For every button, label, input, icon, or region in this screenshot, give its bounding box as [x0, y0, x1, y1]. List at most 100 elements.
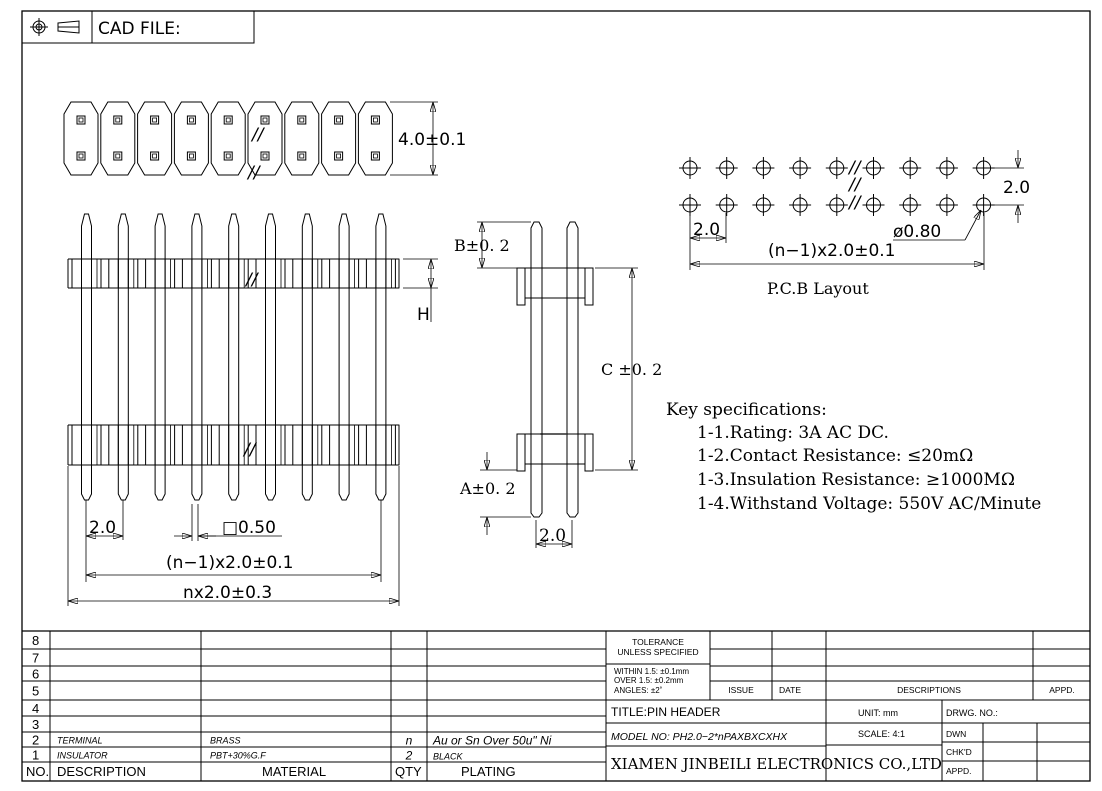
tolerance-line-1: WITHIN 1.5: ±0.1mm	[614, 667, 689, 676]
title-block: TOLERANCE UNLESS SPECIFIED WITHIN 1.5: ±…	[606, 631, 1090, 781]
pitch-dim-label: 2.0	[89, 518, 116, 538]
bom-row-material: PBT+30%G.F	[210, 751, 266, 761]
drawing-number-label: DRWG. NO.:	[946, 708, 998, 718]
sheet-border	[21, 10, 1091, 782]
top-view-width-dim: 4.0±0.1	[390, 101, 466, 176]
bom-row: 1 INSULATOR PBT+30%G.F 2 BLACK	[32, 748, 464, 763]
pcb-hole	[679, 194, 701, 216]
specs-heading: Key specifications:	[666, 400, 827, 420]
pitch-total-dim-label: (n−1)x2.0±0.1	[166, 553, 293, 573]
top-view-pin-cell	[210, 101, 246, 176]
tolerance-line-2: OVER 1.5: ±0.2mm	[614, 676, 684, 685]
pcb-hole	[862, 157, 885, 179]
bom-header-description: DESCRIPTION	[57, 764, 146, 779]
bom-row-no: 2	[32, 733, 39, 748]
bom-row-plating: BLACK	[433, 752, 464, 762]
front-view-pin	[215, 213, 253, 501]
bom-row-no: 3	[32, 717, 39, 732]
front-view-pin	[178, 213, 216, 501]
appd-label: APPD.	[946, 766, 972, 776]
pcb-hole	[715, 194, 738, 216]
spec-item: 1-1.Rating: 3A AC DC.	[697, 423, 889, 443]
bom-header-material: MATERIAL	[262, 764, 326, 779]
bom-row: 6	[32, 667, 39, 682]
spec-item: 1-3.Insulation Resistance: ≥1000MΩ	[697, 470, 1015, 490]
top-view-width-label: 4.0±0.1	[398, 130, 466, 150]
front-view-pin	[68, 213, 105, 501]
pcb-row-spacing-label: 2.0	[1003, 178, 1030, 198]
bom-row-no: 7	[32, 651, 39, 666]
top-view-pin-cell	[63, 101, 99, 176]
overall-dim-label: nx2.0±0.3	[183, 583, 272, 603]
bom-row-plating: Au or Sn Over 50u" Ni	[432, 734, 552, 748]
front-view: ////	[67, 213, 400, 501]
bom-row: 8	[32, 633, 39, 648]
cad-file-label: CAD FILE:	[98, 19, 181, 39]
appd-rev-header: APPD.	[1049, 685, 1075, 695]
third-angle-projection-icon	[30, 18, 80, 36]
row-pitch-dim-label: 2.0	[539, 526, 566, 546]
tolerance-title: TOLERANCE	[632, 637, 684, 647]
front-view-pin	[288, 213, 326, 501]
bom-row-description: INSULATOR	[57, 751, 108, 761]
pcb-hole	[972, 157, 995, 179]
bom-row-no: 4	[32, 701, 39, 716]
bom-row: 5	[32, 684, 39, 699]
top-view-pin-cell	[321, 101, 357, 176]
b-dim-label: B±0. 2	[454, 236, 510, 255]
bom-row-no: 1	[32, 748, 39, 763]
pcb-hole	[935, 157, 958, 179]
top-view-pin-cell	[284, 101, 320, 176]
company-name: XIAMEN JINBEILI ELECTRONICS CO.,LTD	[611, 755, 942, 773]
c-dim-label: C ±0. 2	[601, 360, 662, 379]
pcb-hole	[899, 194, 922, 216]
descriptions-header: DESCRIPTIONS	[897, 685, 961, 695]
front-view-pin	[141, 213, 179, 501]
front-view-pin	[252, 213, 289, 501]
bom-row-no: 8	[32, 633, 39, 648]
height-dim-label: H	[417, 305, 430, 325]
unit-label: UNIT: mm	[858, 708, 898, 718]
bom-row: 7	[32, 651, 39, 666]
svg-text://: //	[250, 125, 266, 145]
pcb-hole	[752, 194, 775, 216]
model-number: MODEL NO: PH2.0−2*nPAXBXCXHX	[611, 731, 788, 743]
svg-text://: //	[847, 158, 863, 178]
scale-label: SCALE: 4:1	[858, 729, 905, 739]
front-view-height-dim: H	[403, 258, 438, 325]
pcb-hole	[752, 157, 775, 179]
tolerance-subtitle: UNLESS SPECIFIED	[617, 647, 698, 657]
svg-text://: //	[847, 175, 863, 195]
top-view-pin-cell	[247, 101, 283, 176]
date-header: DATE	[779, 685, 801, 695]
front-view-pin	[104, 213, 142, 501]
a-dim-label: A±0. 2	[459, 479, 516, 498]
top-view: // //	[63, 101, 393, 183]
pin-size-dim-label: □0.50	[222, 518, 276, 538]
top-view-pin-cell	[137, 101, 173, 176]
pcb-hole	[825, 157, 848, 179]
svg-text://: //	[847, 193, 863, 213]
bom-row-no: 5	[32, 684, 39, 699]
tolerance-line-3: ANGLES: ±2˚	[614, 686, 663, 695]
dwn-label: DWN	[946, 729, 966, 739]
chkd-label: CHK'D	[946, 747, 972, 757]
top-view-pin-cell	[173, 101, 209, 176]
pcb-hole	[862, 194, 885, 216]
bom-row-qty: n	[406, 734, 413, 748]
bom-row: 3	[32, 717, 39, 732]
pcb-total-label: (n−1)x2.0±0.1	[768, 241, 895, 261]
front-view-pin	[325, 213, 363, 501]
pcb-hole	[679, 157, 701, 179]
svg-text://: //	[244, 270, 260, 290]
spec-item: 1-2.Contact Resistance: ≤20mΩ	[697, 446, 973, 466]
spec-item: 1-4.Withstand Voltage: 550V AC/Minute	[697, 494, 1041, 514]
pcb-hole	[825, 194, 848, 216]
bom-row-qty: 2	[405, 749, 413, 763]
side-view	[516, 221, 594, 518]
svg-text://: //	[246, 163, 262, 183]
pcb-layout-dims: // // // 2.0 2.0 ø0.80 (n−1)x2.0±0.1 P.C…	[689, 150, 1030, 298]
